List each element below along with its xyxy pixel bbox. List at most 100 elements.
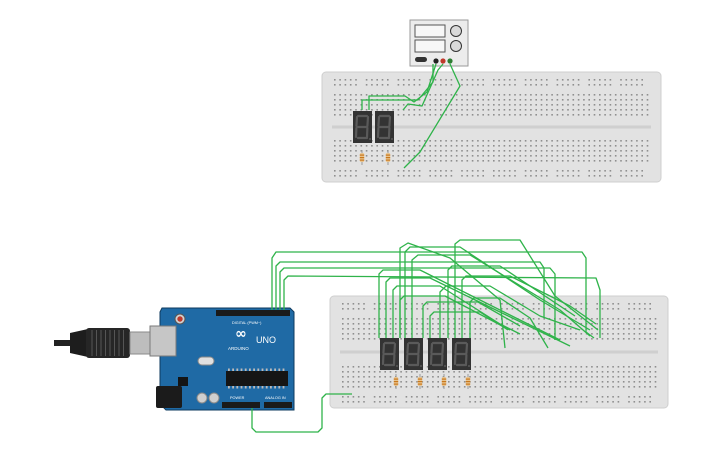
breadboard-hole[interactable] xyxy=(527,381,530,383)
breadboard-hole[interactable] xyxy=(461,145,463,147)
resistor[interactable] xyxy=(385,150,391,165)
breadboard-hole[interactable] xyxy=(543,401,545,403)
breadboard-hole[interactable] xyxy=(426,323,429,325)
breadboard-hole[interactable] xyxy=(572,104,575,106)
breadboard-hole[interactable] xyxy=(479,366,482,368)
breadboard-hole[interactable] xyxy=(633,318,636,320)
breadboard-hole[interactable] xyxy=(604,175,606,177)
breadboard-hole[interactable] xyxy=(384,308,386,310)
breadboard-hole[interactable] xyxy=(633,366,636,368)
breadboard-hole[interactable] xyxy=(450,170,453,172)
breadboard-hole[interactable] xyxy=(455,160,458,162)
breadboard-hole[interactable] xyxy=(538,308,540,310)
breadboard-hole[interactable] xyxy=(596,318,598,320)
breadboard-hole[interactable] xyxy=(376,150,378,152)
breadboard-hole[interactable] xyxy=(540,84,543,86)
breadboard-hole[interactable] xyxy=(408,104,410,106)
breadboard-hole[interactable] xyxy=(373,303,376,305)
breadboard-hole[interactable] xyxy=(530,170,532,172)
breadboard-hole[interactable] xyxy=(604,94,606,96)
breadboard-hole[interactable] xyxy=(495,371,498,373)
breadboard-hole[interactable] xyxy=(630,114,633,116)
breadboard-hole[interactable] xyxy=(506,401,508,403)
breadboard-hole[interactable] xyxy=(445,145,447,147)
breadboard-hole[interactable] xyxy=(511,308,514,310)
breadboard-hole[interactable] xyxy=(622,318,625,320)
breadboard-hole[interactable] xyxy=(596,323,598,325)
breadboard-hole[interactable] xyxy=(334,140,336,142)
breadboard-hole[interactable] xyxy=(455,155,458,157)
breadboard-hole[interactable] xyxy=(508,140,511,142)
breadboard-hole[interactable] xyxy=(569,376,572,378)
breadboard-hole[interactable] xyxy=(490,376,492,378)
breadboard-hole[interactable] xyxy=(583,99,585,101)
breadboard-hole[interactable] xyxy=(466,175,469,177)
breadboard-hole[interactable] xyxy=(649,318,651,320)
breadboard-hole[interactable] xyxy=(344,114,347,116)
breadboard-hole[interactable] xyxy=(450,175,453,177)
breadboard-hole[interactable] xyxy=(527,366,530,368)
breadboard-hole[interactable] xyxy=(400,386,402,388)
breadboard-hole[interactable] xyxy=(397,109,400,111)
breadboard-hole[interactable] xyxy=(410,381,413,383)
breadboard-hole[interactable] xyxy=(593,160,596,162)
breadboard-hole[interactable] xyxy=(463,328,466,330)
breadboard-hole[interactable] xyxy=(543,386,545,388)
breadboard-hole[interactable] xyxy=(620,84,622,86)
breadboard-hole[interactable] xyxy=(508,99,511,101)
breadboard-hole[interactable] xyxy=(524,94,527,96)
breadboard-hole[interactable] xyxy=(538,396,540,398)
breadboard-hole[interactable] xyxy=(564,366,567,368)
breadboard-hole[interactable] xyxy=(434,150,437,152)
breadboard-hole[interactable] xyxy=(617,303,620,305)
breadboard-hole[interactable] xyxy=(339,99,341,101)
breadboard-hole[interactable] xyxy=(376,84,378,86)
breadboard-hole[interactable] xyxy=(365,170,368,172)
breadboard-hole[interactable] xyxy=(511,386,514,388)
breadboard-hole[interactable] xyxy=(373,371,376,373)
breadboard-hole[interactable] xyxy=(508,160,511,162)
breadboard-hole[interactable] xyxy=(334,150,336,152)
breadboard-hole[interactable] xyxy=(561,175,564,177)
breadboard-hole[interactable] xyxy=(469,376,471,378)
breadboard-hole[interactable] xyxy=(514,155,516,157)
breadboard-hole[interactable] xyxy=(400,323,402,325)
breadboard-hole[interactable] xyxy=(583,94,585,96)
breadboard-hole[interactable] xyxy=(490,323,492,325)
breadboard-hole[interactable] xyxy=(583,150,585,152)
breadboard-hole[interactable] xyxy=(567,175,569,177)
breadboard-hole[interactable] xyxy=(607,323,609,325)
breadboard-hole[interactable] xyxy=(434,84,437,86)
breadboard-hole[interactable] xyxy=(389,396,392,398)
breadboard-hole[interactable] xyxy=(347,338,349,340)
breadboard-hole[interactable] xyxy=(442,328,445,330)
breadboard-hole[interactable] xyxy=(498,84,500,86)
breadboard-hole[interactable] xyxy=(591,338,593,340)
breadboard-hole[interactable] xyxy=(596,371,598,373)
breadboard-hole[interactable] xyxy=(593,114,596,116)
breadboard-hole[interactable] xyxy=(580,323,583,325)
breadboard-hole[interactable] xyxy=(373,386,376,388)
breadboard-hole[interactable] xyxy=(527,338,530,340)
breadboard-hole[interactable] xyxy=(357,308,360,310)
breadboard-hole[interactable] xyxy=(535,104,537,106)
breadboard-hole[interactable] xyxy=(638,328,641,330)
breadboard-hole[interactable] xyxy=(429,94,431,96)
breadboard-hole[interactable] xyxy=(649,386,651,388)
breadboard-hole[interactable] xyxy=(614,109,617,111)
breadboard-hole[interactable] xyxy=(599,94,601,96)
breadboard-hole[interactable] xyxy=(461,170,463,172)
breadboard-hole[interactable] xyxy=(485,338,487,340)
breadboard-hole[interactable] xyxy=(371,155,373,157)
breadboard-hole[interactable] xyxy=(511,366,514,368)
breadboard-hole[interactable] xyxy=(373,396,376,398)
breadboard-hole[interactable] xyxy=(559,376,561,378)
breadboard-hole[interactable] xyxy=(519,104,522,106)
breadboard-hole[interactable] xyxy=(506,338,508,340)
breadboard-hole[interactable] xyxy=(532,303,535,305)
breadboard-hole[interactable] xyxy=(641,99,643,101)
breadboard-hole[interactable] xyxy=(458,323,461,325)
breadboard-hole[interactable] xyxy=(556,145,559,147)
breadboard-hole[interactable] xyxy=(522,318,524,320)
